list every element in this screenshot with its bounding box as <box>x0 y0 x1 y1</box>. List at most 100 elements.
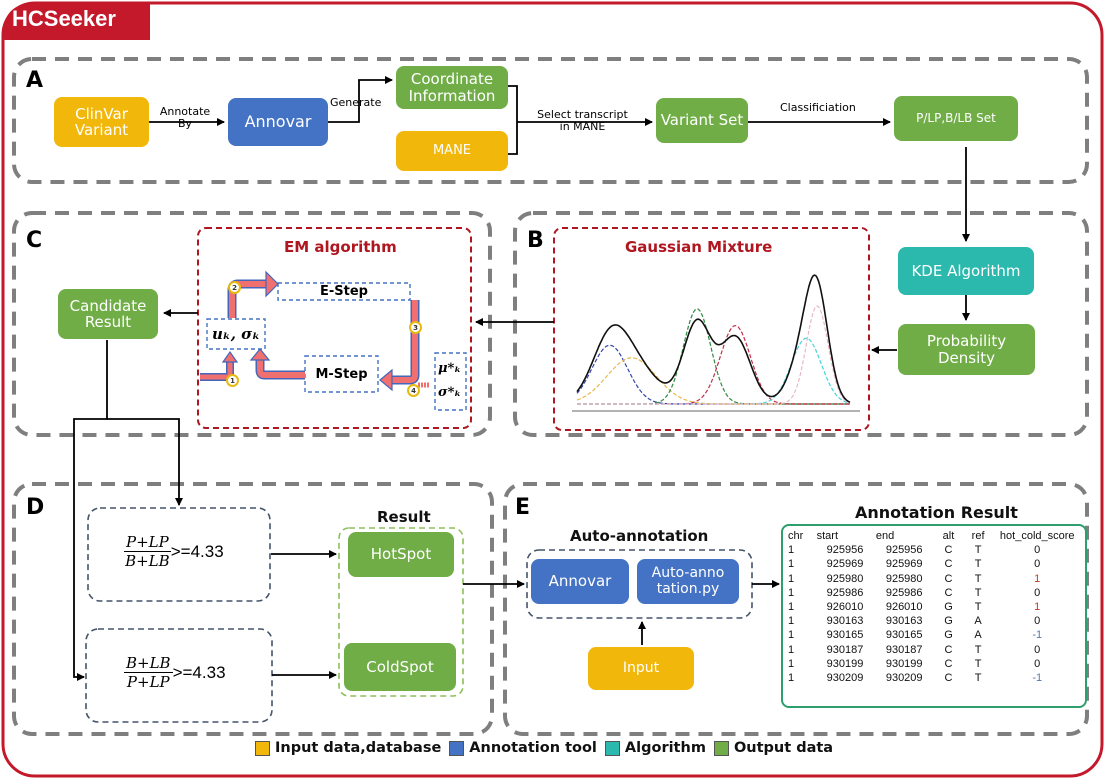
table-cell-chr: 1 <box>788 586 795 599</box>
table-cell-start: 930199 <box>826 657 864 670</box>
generate-label: Generate <box>330 96 382 109</box>
table-cell-ref: T <box>974 572 982 585</box>
table-cell-alt: C <box>944 586 953 599</box>
legend-swatch <box>449 740 465 756</box>
column-header-start: start <box>816 530 839 542</box>
table-cell-ref: T <box>974 601 982 614</box>
params-init-label: uₖ, σₖ <box>211 325 261 343</box>
table-cell-ref: T <box>974 657 982 670</box>
table-cell-ref: T <box>974 544 982 557</box>
app-title: HCSeeker <box>12 6 116 31</box>
gaussian-mixture-chart <box>572 274 860 412</box>
table-cell-ref: T <box>974 672 982 685</box>
gaussian-mixture-box <box>553 227 870 431</box>
legend-label: Algorithm <box>624 740 706 756</box>
section-d-border <box>12 482 494 736</box>
em-algorithm-box <box>197 227 472 429</box>
section-a-label: A <box>26 68 44 93</box>
e-step-label: E-Step <box>320 284 368 299</box>
table-cell-alt: G <box>944 615 953 628</box>
table-cell-hot-cold-score: 0 <box>1034 586 1041 599</box>
cold-rule-denominator: P+LP <box>126 673 170 691</box>
annotate-label: Annotate <box>159 105 211 118</box>
section-b-border <box>513 211 1089 437</box>
table-cell-end: 925969 <box>885 558 923 571</box>
auto-annotation-py-line1: Auto-anno <box>651 565 725 582</box>
table-cell-end: 930187 <box>885 643 923 656</box>
gmm-component-5 <box>577 337 851 405</box>
result-title: Result <box>377 508 431 526</box>
table-cell-chr: 1 <box>788 657 795 670</box>
column-header-hot-cold-score: hot_cold_score <box>999 530 1075 542</box>
table-cell-hot-cold-score: 0 <box>1034 615 1041 628</box>
table-cell-end: 930199 <box>885 657 923 670</box>
candidate-result-node: Candidate Result <box>58 289 158 339</box>
cold-rule-threshold: >=4.33 <box>172 662 226 682</box>
auto-annotation-title: Auto-annotation <box>570 527 709 545</box>
m-step-label: M-Step <box>315 366 368 382</box>
table-cell-ref: T <box>974 558 982 571</box>
table-cell-start: 925956 <box>826 544 864 557</box>
table-row: 1 925956 925956 C T 0 <box>788 543 1085 557</box>
table-cell-end: 930209 <box>885 672 923 685</box>
table-cell-chr: 1 <box>788 544 795 557</box>
annotation-result-title: Annotation Result <box>855 503 1018 522</box>
step-3-badge: 3 <box>409 321 422 334</box>
probability-density-node: Probability Density <box>898 324 1035 375</box>
legend: Input data,database Annotation tool Algori… <box>255 740 833 756</box>
e-step-box <box>277 282 411 301</box>
cold-rule-numerator: B+LB <box>124 654 173 673</box>
table-cell-ref: A <box>974 615 982 628</box>
legend-label: Output data <box>733 740 834 756</box>
em-algorithm-title: EM algorithm <box>284 238 397 256</box>
section-a-border <box>12 57 1089 184</box>
column-header-ref: ref <box>971 530 985 542</box>
select-transcript-line1: Select transcript <box>537 108 628 121</box>
table-cell-alt: C <box>944 558 953 571</box>
section-c-border <box>12 211 492 437</box>
table-cell-end: 930165 <box>885 629 923 642</box>
table-cell-alt: C <box>944 643 953 656</box>
table-cell-end: 925980 <box>885 572 923 585</box>
table-cell-start: 930165 <box>826 629 864 642</box>
table-cell-ref: T <box>974 643 982 656</box>
section-e-label: E <box>515 495 531 520</box>
legend-label: Input data,database <box>275 740 442 756</box>
table-cell-ref: A <box>974 629 982 642</box>
table-cell-end: 925956 <box>885 544 923 557</box>
table-cell-hot-cold-score: 0 <box>1034 544 1041 557</box>
auto-annotation-py-line2: tation.py <box>656 580 720 597</box>
table-cell-end: 930163 <box>885 615 923 628</box>
table-cell-start: 925986 <box>826 586 864 599</box>
legend-label: Annotation tool <box>469 740 597 756</box>
annovar-tool-node: Annovar <box>531 559 629 604</box>
input-node: Input <box>588 647 694 690</box>
table-cell-end: 925986 <box>885 586 923 599</box>
clinvar-variant-node: ClinVar Variant <box>54 97 149 147</box>
table-cell-alt: C <box>944 544 953 557</box>
table-cell-start: 925980 <box>826 572 864 585</box>
table-cell-start: 930209 <box>826 672 864 685</box>
table-cell-chr: 1 <box>788 558 795 571</box>
mu-star-label: μ*ₖ <box>438 361 462 376</box>
step-4-badge: 4 <box>407 384 420 397</box>
params-updated-box <box>434 352 467 411</box>
coordinate-information-node: Coordinate Information <box>396 66 508 109</box>
table-cell-hot-cold-score: 0 <box>1034 558 1041 571</box>
table-cell-end: 926010 <box>885 601 923 614</box>
hot-rule-threshold: >=4.33 <box>170 541 224 561</box>
section-b-label: B <box>527 228 544 253</box>
section-d-label: D <box>26 495 45 520</box>
table-cell-chr: 1 <box>788 601 795 614</box>
legend-swatch <box>255 740 270 756</box>
step-2-badge: 2 <box>228 281 241 294</box>
